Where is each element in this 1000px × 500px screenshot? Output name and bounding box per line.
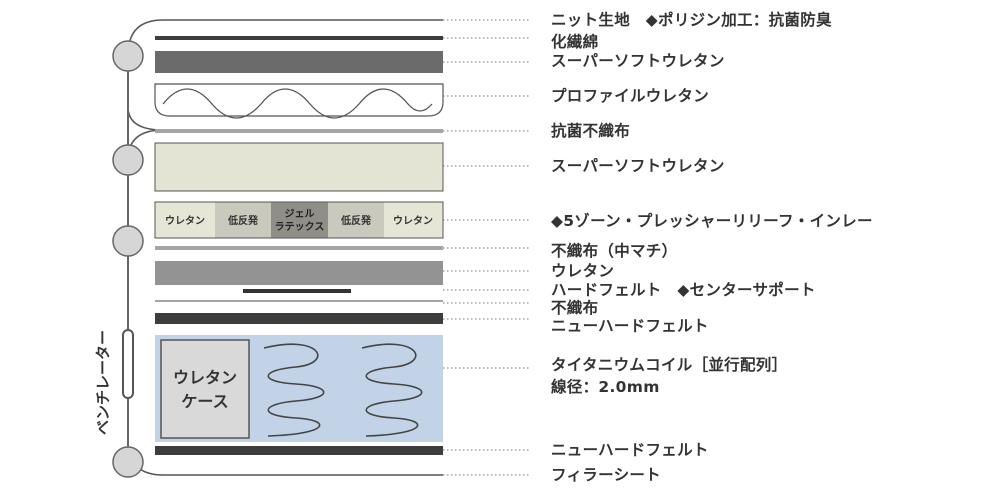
layer-urethane [155, 261, 443, 285]
label-titanium-coil: タイタニウムコイル［並行配列］ [551, 356, 788, 374]
label-profile-urethane: プロファイルウレタン [551, 87, 710, 105]
zone-segment-label: 低反発 [340, 214, 372, 227]
layer-titanium-coil: ウレタン ケース [155, 335, 443, 442]
label-5zone-inlay: ◆5ゾーン・プレッシャーリリーフ・インレー [551, 212, 873, 230]
layer-synthetic-cotton [155, 36, 443, 40]
ventilator-hole [112, 446, 144, 478]
layer-5zone-inlay: ウレタン 低反発 ジェルラテックス 低反発 ウレタン [154, 201, 444, 239]
layer-super-soft-urethane-mid [154, 142, 444, 192]
urethane-case [160, 339, 250, 439]
urethane-case-label: ケース [181, 392, 228, 411]
ventilator-hole [112, 144, 144, 176]
leader-lines [443, 19, 530, 476]
layer-super-soft-urethane-top [155, 51, 443, 73]
layer-nonwoven [155, 300, 443, 302]
ventilator-slider [122, 329, 134, 399]
label-new-hard-felt-bottom: ニューハードフェルト [551, 441, 709, 459]
label-urethane: ウレタン [551, 262, 615, 280]
label-nonwoven: 不織布 [551, 299, 599, 317]
label-super-soft-urethane-top: スーパーソフトウレタン [551, 52, 725, 70]
label-knit-fabric: ニット生地 ◆ポリジン加工：抗菌防臭 [551, 11, 832, 29]
label-super-soft-urethane-mid: スーパーソフトウレタン [551, 157, 725, 175]
zone-segment-label: ジェルラテックス [275, 208, 325, 233]
layer-antibacterial-nonwoven [155, 129, 443, 133]
label-nonwoven-gusset: 不織布（中マチ） [551, 242, 678, 260]
zone-segment-label: 低反発 [227, 214, 259, 227]
ventilator-hole [112, 40, 144, 72]
label-new-hard-felt-top: ニューハードフェルト [551, 317, 709, 335]
ventilator-label: ベンチレーター [94, 330, 112, 435]
label-filler-sheet: フィラーシート [551, 466, 661, 484]
center-support-felt [243, 289, 351, 293]
layer-new-hard-felt-bottom [155, 446, 443, 455]
coil-spring [361, 343, 423, 437]
layer-nonwoven-gusset [155, 246, 443, 250]
layer-profile-urethane [154, 83, 444, 119]
ventilator-hole [112, 225, 144, 257]
coil-spring [263, 343, 325, 437]
label-wire-diameter: 線径：2.0mm [551, 378, 660, 396]
label-synthetic-cotton: 化繊綿 [551, 33, 599, 51]
zone-segment-label: ウレタン [165, 215, 205, 227]
label-hard-felt: ハードフェルト ◆センターサポート [551, 281, 816, 299]
urethane-case-label: ウレタン [173, 368, 237, 387]
layer-new-hard-felt-top [155, 313, 443, 324]
zone-segment-label: ウレタン [393, 215, 433, 227]
label-antibacterial-nonwoven: 抗菌不織布 [551, 122, 631, 140]
